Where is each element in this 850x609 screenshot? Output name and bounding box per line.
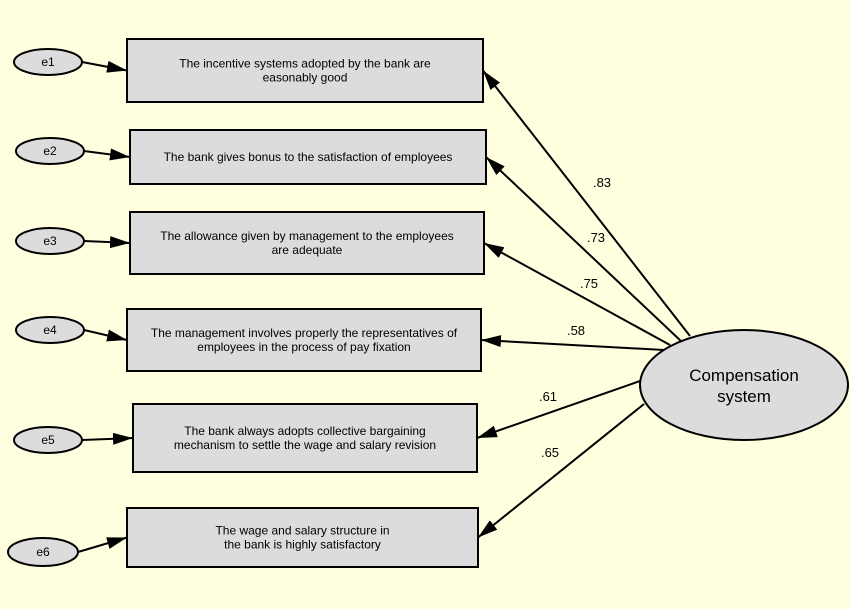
indicator-label-line: The allowance given by management to the… xyxy=(160,229,454,243)
indicator-box-6 xyxy=(126,507,479,568)
error-path-e6 xyxy=(77,536,128,553)
loading-weight: .58 xyxy=(567,323,585,338)
loading-path-2 xyxy=(485,156,683,343)
loading-weight: .61 xyxy=(539,389,557,404)
error-label: e5 xyxy=(41,433,55,447)
error-label: e2 xyxy=(43,144,57,158)
loading-weight: .75 xyxy=(580,276,598,291)
error-path-e4 xyxy=(83,329,128,342)
error-label: e6 xyxy=(36,545,50,559)
error-label: e1 xyxy=(41,55,55,69)
latent-label-line: system xyxy=(717,387,771,406)
indicator-label-line: The bank gives bonus to the satisfaction… xyxy=(164,150,453,164)
loading-path-4 xyxy=(480,335,665,351)
indicator-label-line: the bank is highly satisfactory xyxy=(224,538,381,552)
latent-label-line: Compensation xyxy=(689,366,799,385)
error-node-e4 xyxy=(15,316,85,344)
indicator-label-line: The wage and salary structure in xyxy=(215,524,389,538)
indicator-box-3 xyxy=(129,211,485,275)
error-label: e3 xyxy=(43,234,57,248)
indicator-box-4 xyxy=(126,308,482,372)
loading-path-3 xyxy=(483,242,671,346)
error-path-e2 xyxy=(83,148,131,161)
loading-weight: .73 xyxy=(587,230,605,245)
indicator-label-line: mechanism to settle the wage and salary … xyxy=(174,438,436,452)
indicator-label-line: are adequate xyxy=(272,243,343,257)
error-path-e5 xyxy=(81,432,134,445)
indicator-label-line: The bank always adopts collective bargai… xyxy=(184,424,425,438)
latent-node xyxy=(639,329,849,441)
indicator-label-line: The incentive systems adopted by the ban… xyxy=(179,57,431,71)
error-label: e4 xyxy=(43,323,57,337)
indicator-box-1 xyxy=(126,38,484,103)
indicator-box-5 xyxy=(132,403,478,473)
indicator-label-line: The management involves properly the rep… xyxy=(151,326,458,340)
error-node-e6 xyxy=(7,537,79,567)
error-node-e5 xyxy=(13,426,83,454)
loading-path-5 xyxy=(476,380,641,439)
indicator-label-line: easonably good xyxy=(263,71,348,85)
loading-weight: .83 xyxy=(593,175,611,190)
loading-path-6 xyxy=(477,403,645,539)
error-path-e3 xyxy=(83,236,131,249)
indicator-box-2 xyxy=(129,129,487,185)
indicator-label-line: employees in the process of pay fixation xyxy=(197,340,410,354)
error-node-e2 xyxy=(15,137,85,165)
error-path-e1 xyxy=(81,60,128,73)
loading-weight: .65 xyxy=(541,445,559,460)
loading-path-1 xyxy=(482,69,691,337)
error-node-e1 xyxy=(13,48,83,76)
error-node-e3 xyxy=(15,227,85,255)
